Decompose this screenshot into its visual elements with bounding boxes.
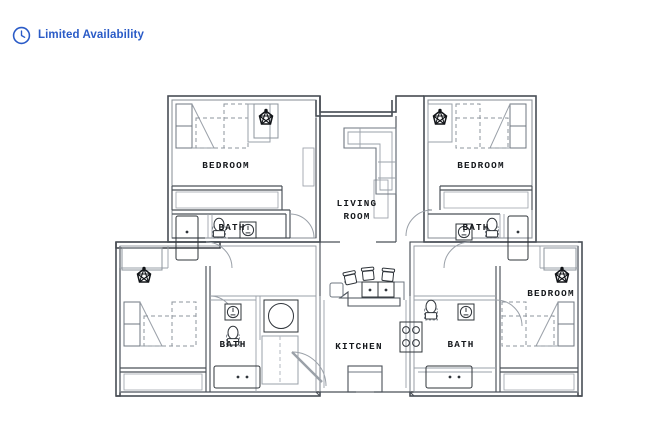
bath-fixtures — [175, 215, 529, 389]
desk-chair-bottom-left — [136, 265, 152, 283]
kitchen-range — [399, 321, 423, 353]
bedroom-bottom-left-furniture — [121, 247, 197, 347]
availability-label: Limited Availability — [38, 28, 144, 41]
room-label-bath-bottom-left: BATH — [219, 339, 246, 350]
bedroom-bottom-right-furniture — [501, 247, 577, 347]
room-label-living-room: LIVING — [337, 198, 378, 209]
bathtub-top-left — [175, 215, 199, 261]
bar-stool-3 — [380, 267, 396, 283]
sofa-sectional — [343, 127, 397, 195]
desk-chair-bottom-right — [554, 265, 570, 283]
kitchen-island — [338, 290, 401, 307]
room-label-bath-top-right: BATH — [462, 222, 489, 233]
bedroom-top-left-furniture — [175, 103, 279, 149]
bathtub-top-right — [507, 215, 529, 261]
room-label-living-room-line2: ROOM — [343, 211, 370, 222]
refrigerator — [347, 365, 383, 393]
desk-chair-top-left — [258, 107, 274, 125]
room-label-bedroom-bottom-right: BEDROOM — [527, 288, 574, 299]
room-labels: BEDROOM LIVING ROOM BEDROOM BATH BATH BE… — [202, 160, 574, 352]
bathtub-bottom-left — [213, 365, 261, 389]
desk-chair-top-right — [432, 107, 448, 125]
sink-bottom-right — [457, 303, 475, 321]
room-label-kitchen: KITCHEN — [335, 341, 382, 352]
toilet-bottom-right — [424, 299, 438, 321]
bathtub-bottom-right — [425, 365, 473, 389]
room-label-bath-bottom-right: BATH — [447, 339, 474, 350]
washer-dryer — [263, 299, 299, 333]
bar-stool-2 — [360, 266, 376, 282]
door-swings — [205, 209, 523, 387]
wall-lines — [115, 95, 583, 397]
room-label-bedroom-top-right: BEDROOM — [457, 160, 504, 171]
room-label-bath-top-left: BATH — [218, 222, 245, 233]
availability-badge: Limited Availability — [12, 26, 144, 45]
kitchen-fixtures — [291, 266, 423, 393]
sink-bottom-left — [224, 303, 242, 321]
bedroom-top-right-furniture — [427, 103, 527, 149]
bar-stool-1 — [342, 269, 359, 286]
room-label-bedroom-top-left: BEDROOM — [202, 160, 249, 171]
entry-door — [291, 351, 323, 383]
clock-icon — [12, 26, 31, 45]
